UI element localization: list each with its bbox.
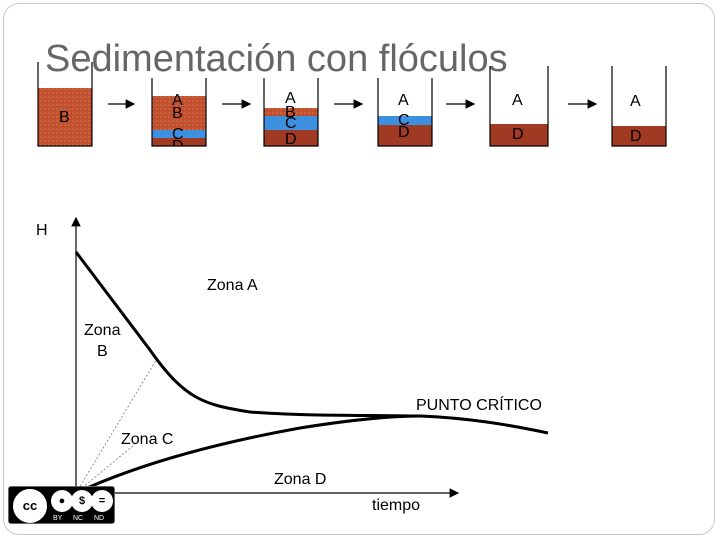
zone-c-label: Zona C [121,431,174,448]
zone-b-fill [38,88,92,146]
cyl6-label-d: D [630,128,642,145]
graph-axes [71,216,460,498]
cyl6-label-a: A [630,93,641,110]
noncommercial-icon: $ [71,490,93,512]
zone-b-label-line2: B [97,343,108,360]
cyl2-label-d: D [172,138,184,146]
cyl5-label-d: D [512,126,524,143]
cyl3-label-d: D [285,131,297,148]
cylinder-outline [151,78,207,147]
zone-d-label: Zona D [274,471,327,488]
x-axis-label: tiempo [372,497,421,514]
slide-title: Sedimentación con flóculos [45,38,508,80]
cylinder-1 [37,62,93,147]
zone-guides [75,356,159,494]
zone-b-fill [152,96,206,130]
zone-a-label: Zona A [207,277,258,294]
cylinder-outline [611,66,667,147]
zone-d-fill [264,130,318,146]
cylinder-5 [489,66,549,147]
zone-b-fill [264,108,318,116]
cyl3-label-c: C [285,115,297,132]
y-axis-label: H [36,222,48,239]
zone-c-fill [264,116,318,130]
cylinder-4 [377,78,433,147]
zone-d-fill [378,125,432,146]
cyl5-label-a: A [512,92,523,109]
interface-curve-ab [74,251,549,435]
slide-frame [3,3,715,535]
cyl2-label-a: A [172,92,183,109]
license-tag-nc: NC [73,515,84,522]
zone-d-fill [152,138,206,146]
zone-b-label-line1: Zona [84,322,121,339]
zone-d-fill [490,124,548,146]
cyl1-label-b: B [59,109,70,126]
cyl2-label-c: C [172,126,184,143]
zone-d-fill [612,126,666,146]
cylinder-outline [37,62,93,147]
creative-commons-badge: cc ● $ = BY NC ND [8,486,115,524]
cc-icon: cc [13,489,47,523]
license-tag-by: BY [53,515,63,522]
attribution-icon: ● [51,490,73,512]
cylinder-6 [611,66,667,147]
cylinder-outline [489,66,549,147]
cyl2-label-b: B [172,105,183,122]
cylinder-outline [377,78,433,147]
zone-c-fill [152,130,206,138]
zone-c-fill [378,116,432,125]
license-tag-nd: ND [94,515,105,522]
cyl4-label-a: A [398,92,409,109]
cyl4-label-c: C [398,112,410,129]
guide-b [75,356,159,494]
cyl3-label-b: B [285,104,296,121]
cylinder-2 [151,78,207,147]
cylinder-3 [263,78,319,147]
cyl4-label-d: D [398,124,410,141]
noderivatives-icon: = [91,490,113,512]
interface-curve-cd [75,414,421,495]
cyl3-label-a: A [285,90,296,107]
cylinder-outline [263,78,319,147]
guide-c [75,439,141,494]
critical-point-label: PUNTO CRÍTICO [416,397,542,414]
